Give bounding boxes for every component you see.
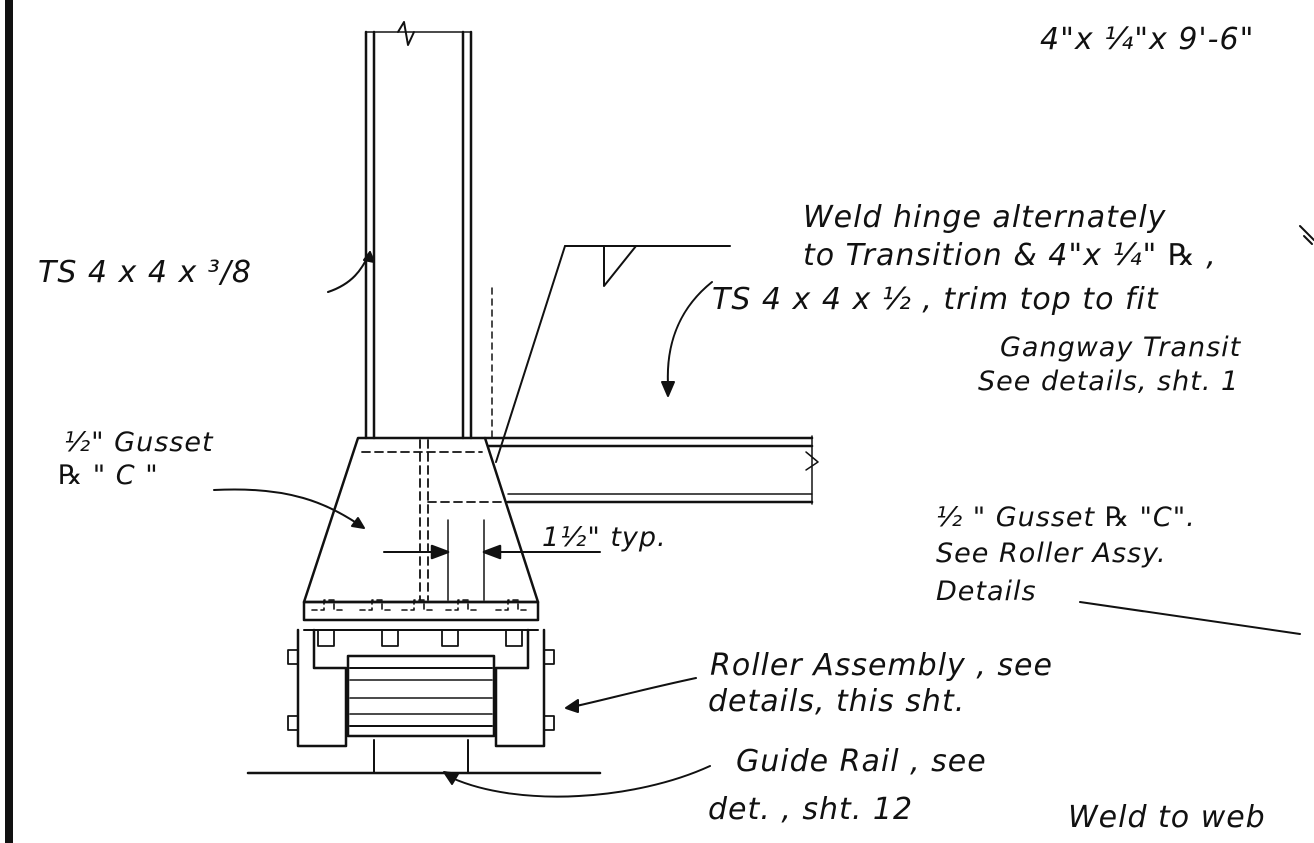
gangway-label-line1: Gangway Transit bbox=[1000, 332, 1242, 363]
guide-rail-label-line1: Guide Rail , see bbox=[736, 744, 987, 779]
plate-dimension-label: 4"x ¼"x 9'-6" bbox=[1040, 22, 1255, 57]
guide-rail-label-line2: det. , sht. 12 bbox=[708, 792, 914, 827]
gusset-right-label-line3: Details bbox=[936, 576, 1037, 607]
weld-hinge-label-line1: Weld hinge alternately bbox=[803, 200, 1167, 235]
gusset-left-label-line2: ℞ " C " bbox=[58, 460, 159, 491]
ts-beam-member bbox=[483, 435, 819, 505]
guide-rail bbox=[246, 739, 602, 775]
roller-assembly-label-line2: details, this sht. bbox=[708, 684, 966, 719]
weld-symbol bbox=[495, 245, 731, 463]
roller-assembly-label-line1: Roller Assembly , see bbox=[710, 648, 1053, 683]
weld-hinge-label-line2: to Transition & 4"x ¼" ℞ , bbox=[803, 238, 1217, 273]
roller-assembly bbox=[287, 628, 555, 748]
dimension-arrows bbox=[383, 544, 601, 560]
ts-beam-label: TS 4 x 4 x ½ , trim top to fit bbox=[712, 282, 1159, 317]
gangway-label-line2: See details, sht. 1 bbox=[978, 366, 1240, 397]
base-plate-with-bolts bbox=[302, 599, 540, 647]
gusset-right-label-line1: ½ " Gusset ℞ "C". bbox=[936, 502, 1196, 533]
weld-web-label: Weld to web bbox=[1068, 800, 1266, 835]
leader-lines bbox=[213, 225, 1314, 798]
gusset-right-label-line2: See Roller Assy. bbox=[936, 538, 1167, 569]
ts-post-member bbox=[364, 21, 473, 440]
gusset-left-label-line1: ½" Gusset bbox=[64, 427, 214, 458]
dimension-label: 1½" typ. bbox=[542, 522, 667, 553]
ts-post-label: TS 4 x 4 x ³/8 bbox=[38, 255, 252, 290]
